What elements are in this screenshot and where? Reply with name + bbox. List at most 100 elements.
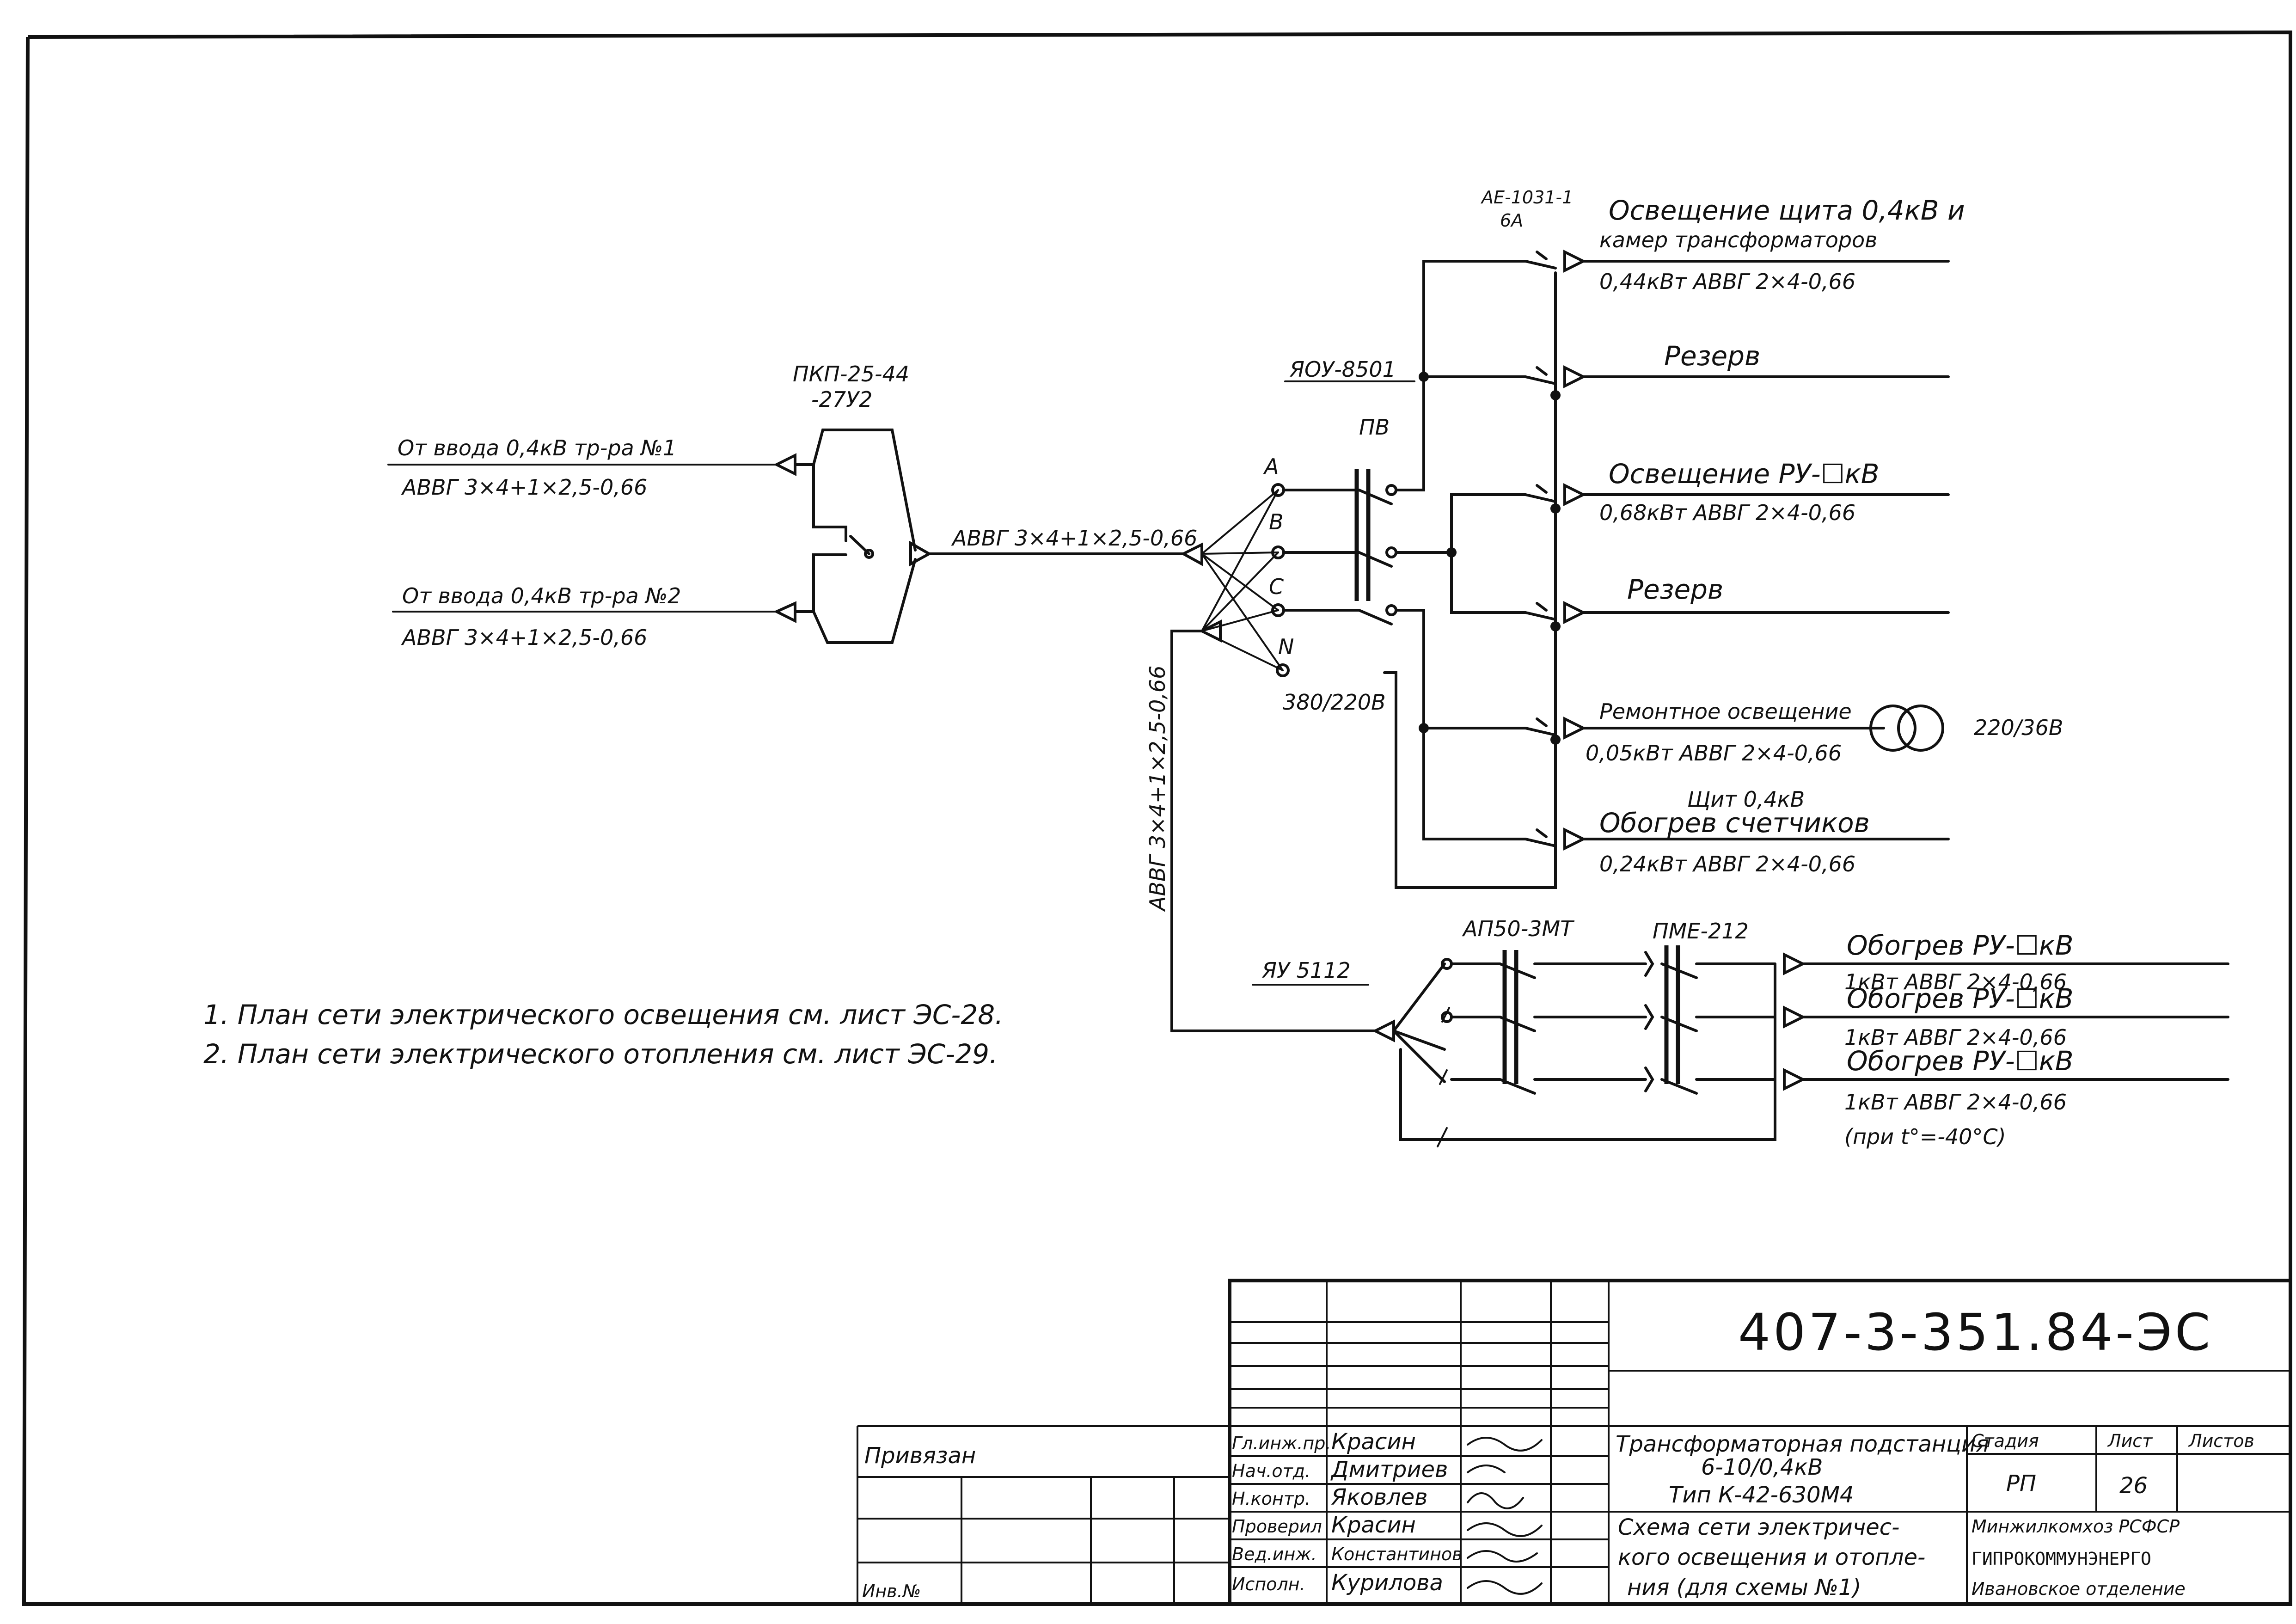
circuit-3-spec: 0,68кВт АВВГ 2×4-0,66 — [1599, 500, 1855, 525]
inv-no-label: Инв.№ — [862, 1581, 921, 1601]
circuit-1-name: Освещение щита 0,4кВ и — [1609, 195, 1965, 226]
vertical-cable-label: АВВГ 3×4+1×2,5-0,66 — [1145, 666, 1170, 912]
sheet-title-3: ния (для схемы №1) — [1627, 1575, 1861, 1600]
switch-type-line1: ПКП-25-44 — [793, 362, 909, 386]
title-block: Привязан Инв.№ Гл.инж.пр. Красин Нач.отд… — [857, 1279, 2292, 1606]
phase-fan-lower — [1201, 489, 1284, 671]
stamp-area-border — [857, 1425, 1230, 1604]
circuit-4-name: Резерв — [1627, 574, 1723, 605]
neutral-node-3 — [1550, 503, 1561, 514]
stage-grid — [1966, 1426, 2290, 1604]
voltage-label: 380/220В — [1283, 690, 1386, 715]
title-block-frame — [1228, 1279, 2292, 1606]
note-1: 1. План сети электрического освещения см… — [203, 999, 1004, 1030]
heating-fan — [1392, 962, 1446, 1083]
signature-scribbles — [1467, 1437, 1543, 1595]
phase-b-label: B — [1269, 509, 1284, 534]
box-label: ЯОУ-8501 — [1289, 357, 1396, 382]
breaker-rating: 6А — [1500, 210, 1523, 231]
vertical-feed-line — [1170, 630, 1377, 1032]
circuit-5-name: Ремонтное освещение — [1599, 699, 1852, 724]
heating-outgoing-lines — [1801, 962, 2229, 1081]
circuit-2-name: Резерв — [1664, 340, 1760, 372]
heating-circuit-2-spec: 1кВт АВВГ 2×4-0,66 — [1844, 1025, 2067, 1050]
heating-box-label: ЯУ 5112 — [1261, 958, 1351, 983]
repair-trafo-coil-1-icon — [1869, 705, 1916, 752]
input2-arrow-icon — [773, 601, 796, 623]
signature-rows — [1230, 1455, 1609, 1568]
heating-lines-in — [1450, 962, 1501, 1081]
switch-output-arrow-icon — [909, 540, 932, 567]
out-arrow-4-icon — [1563, 601, 1586, 624]
circuit-5-spec: 0,05кВт АВВГ 2×4-0,66 — [1586, 741, 1842, 766]
privyazan-label: Привязан — [864, 1443, 976, 1469]
heating-contactor-marks — [1644, 951, 1654, 1092]
heating-neutral-loop — [1399, 962, 1776, 1141]
heating-circuit-1-name: Обогрев РУ-☐кВ — [1847, 930, 2074, 961]
sig-name-1: Красин — [1331, 1429, 1416, 1455]
sig-name-4: Красин — [1331, 1512, 1416, 1538]
sig-name-6: Курилова — [1331, 1570, 1443, 1596]
heating-out-arrow-3-icon — [1783, 1068, 1806, 1091]
lighting-panel: A B C N АВВГ 3×4+1×2,5-0,66 ПВ 380/220В … — [1145, 187, 2063, 1032]
repair-trafo-coil-2-icon — [1897, 705, 1944, 752]
revision-rows — [1230, 1321, 1609, 1427]
breaker-2 — [1524, 366, 1557, 385]
main-switch-bars — [1354, 469, 1371, 601]
sheet-title-2: кого освещения и отопле- — [1618, 1544, 1925, 1570]
heating-mid-lines — [1533, 962, 1647, 1081]
sig-role-2: Нач.отд. — [1232, 1461, 1310, 1481]
switch-frame-top — [812, 429, 917, 552]
heating-input-arrow-icon — [1372, 1019, 1395, 1042]
breaker-4 — [1524, 602, 1557, 621]
sheet-label: Лист — [2107, 1431, 2153, 1451]
sheet-value: 26 — [2119, 1473, 2148, 1499]
switch-path-2 — [794, 553, 847, 613]
neutral-node-5 — [1550, 735, 1561, 745]
org-line-3: Ивановское отделение — [1971, 1579, 2186, 1599]
heating-out-lines — [1695, 962, 1776, 1081]
stage-label: Стадия — [1971, 1431, 2039, 1451]
heating-starter-label: ПМЕ-212 — [1653, 919, 1749, 944]
lighting-breakers — [1524, 251, 1561, 847]
signature-table: Гл.инж.пр. Красин Нач.отд. Дмитриев Н.ко… — [1232, 1429, 1543, 1596]
heating-circuit-1-spec: 1кВт АВВГ 2×4-0,66 — [1844, 969, 2067, 994]
phase-n-label: N — [1278, 634, 1294, 659]
heating-breaker-bars — [1502, 950, 1518, 1084]
sheets-label: Листов — [2188, 1431, 2254, 1451]
main-switch-blades — [1358, 489, 1393, 625]
circuit-6-spec: 0,24кВт АВВГ 2×4-0,66 — [1599, 852, 1855, 876]
heating-breaker-blades — [1499, 962, 1536, 1095]
switch-frame-bottom — [812, 558, 917, 644]
bus-node-2 — [1446, 547, 1457, 558]
input1-label: От ввода 0,4кВ тр-ра №1 — [398, 435, 676, 460]
breaker-3 — [1524, 484, 1557, 503]
bus-node-3 — [1419, 723, 1429, 733]
circuit-1-name2: камер трансформаторов — [1599, 227, 1877, 252]
lighting-outgoing-lines — [1582, 260, 1950, 840]
switch-contact-icon — [864, 549, 874, 559]
out-arrow-5-icon — [1563, 717, 1586, 740]
heating-out-arrow-1-icon — [1783, 952, 1806, 975]
project-title-2: 6-10/0,4кВ — [1701, 1454, 1823, 1480]
out-arrow-2-icon — [1563, 365, 1586, 388]
stamp-area-rows — [857, 1476, 1230, 1563]
out-arrow-3-icon — [1563, 483, 1586, 506]
heating-panel: ЯУ 5112 АП50-3МТ ПМЕ-212 Обогрев РУ-☐кВ … — [1252, 916, 2229, 1149]
heating-starter-blades — [1660, 962, 1698, 1095]
sig-name-2: Дмитриев — [1330, 1457, 1448, 1483]
neutral-node-4 — [1550, 621, 1561, 631]
sig-role-1: Гл.инж.пр. — [1232, 1433, 1331, 1453]
sig-name-5: Константинов — [1331, 1544, 1463, 1564]
org-line-1: Минжилкомхоз РСФСР — [1971, 1516, 2180, 1537]
switch-type-line2: -27У2 — [811, 387, 872, 412]
phase-a-label: A — [1263, 454, 1279, 479]
inputs-section: От ввода 0,4кВ тр-ра №1 АВВГ 3×4+1×2,5-0… — [387, 362, 1203, 650]
switch-path-1 — [794, 463, 847, 542]
bus-phase-b — [1395, 493, 1527, 614]
sig-role-5: Вед.инж. — [1232, 1544, 1317, 1564]
breaker-type: АЕ-1031-1 — [1480, 187, 1573, 208]
trunk-cable: АВВГ 3×4+1×2,5-0,66 — [951, 526, 1197, 551]
note-2: 2. План сети электрического отопления см… — [203, 1038, 998, 1070]
heating-breaker-label: АП50-3МТ — [1462, 916, 1575, 941]
